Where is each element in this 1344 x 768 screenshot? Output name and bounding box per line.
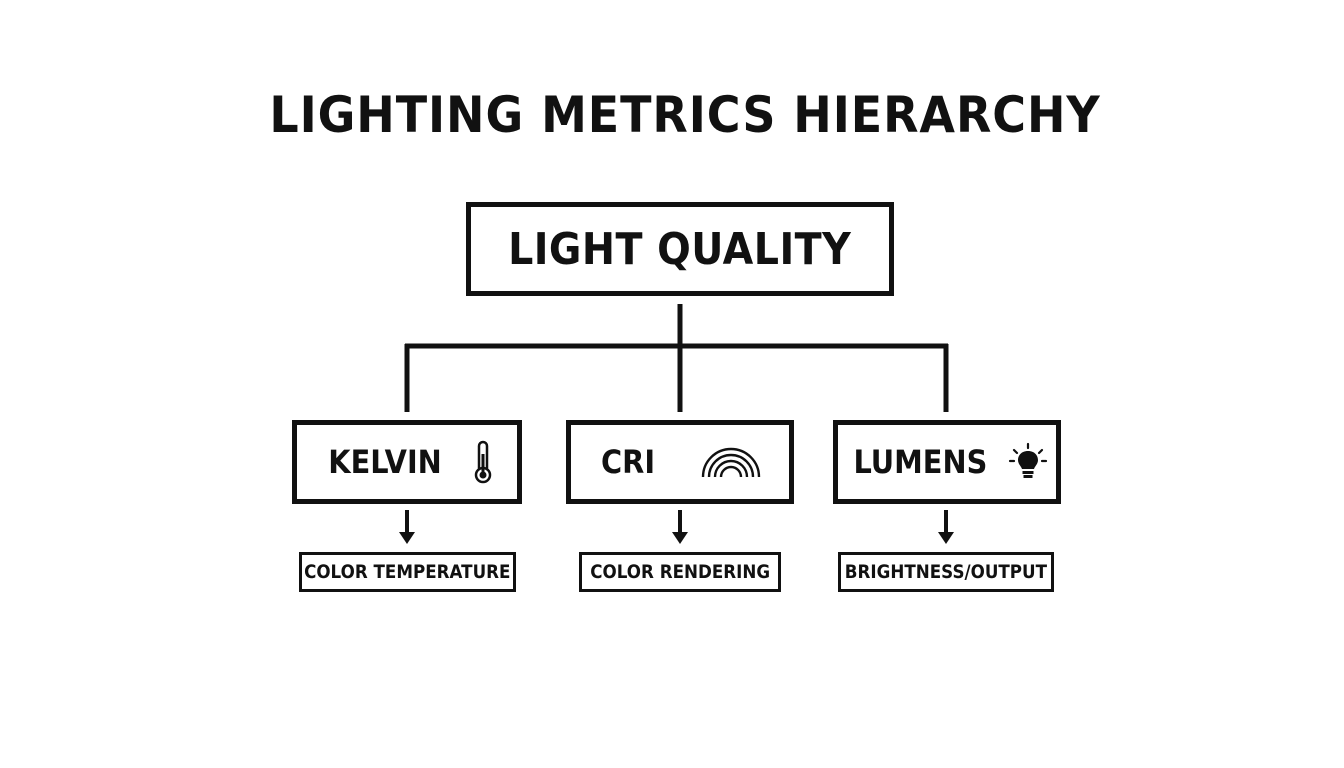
root-node-label: LIGHT QUALITY — [508, 223, 852, 275]
description-kelvin: COLOR TEMPERATURE — [299, 552, 516, 592]
description-cri-text: COLOR RENDERING — [590, 561, 770, 583]
node-lumens-label: LUMENS — [853, 443, 987, 481]
diagram-title: LIGHTING METRICS HIERARCHY — [269, 86, 1101, 144]
arrow-kelvin-head — [399, 532, 415, 544]
node-cri: CRI — [566, 420, 794, 504]
thermometer-icon — [474, 440, 492, 484]
description-lumens-text: BRIGHTNESS/OUTPUT — [844, 561, 1048, 583]
description-kelvin-text: COLOR TEMPERATURE — [304, 561, 511, 583]
node-cri-label: CRI — [600, 443, 656, 481]
node-kelvin-label: KELVIN — [328, 443, 442, 481]
arrow-cri-head — [672, 532, 688, 544]
description-lumens: BRIGHTNESS/OUTPUT — [838, 552, 1054, 592]
arrow-lumens-head — [938, 532, 954, 544]
node-lumens: LUMENS — [833, 420, 1061, 504]
root-node: LIGHT QUALITY — [466, 202, 894, 296]
rainbow-icon — [700, 445, 762, 479]
node-kelvin: KELVIN — [292, 420, 522, 504]
lightbulb-icon — [1008, 442, 1048, 482]
description-cri: COLOR RENDERING — [579, 552, 781, 592]
